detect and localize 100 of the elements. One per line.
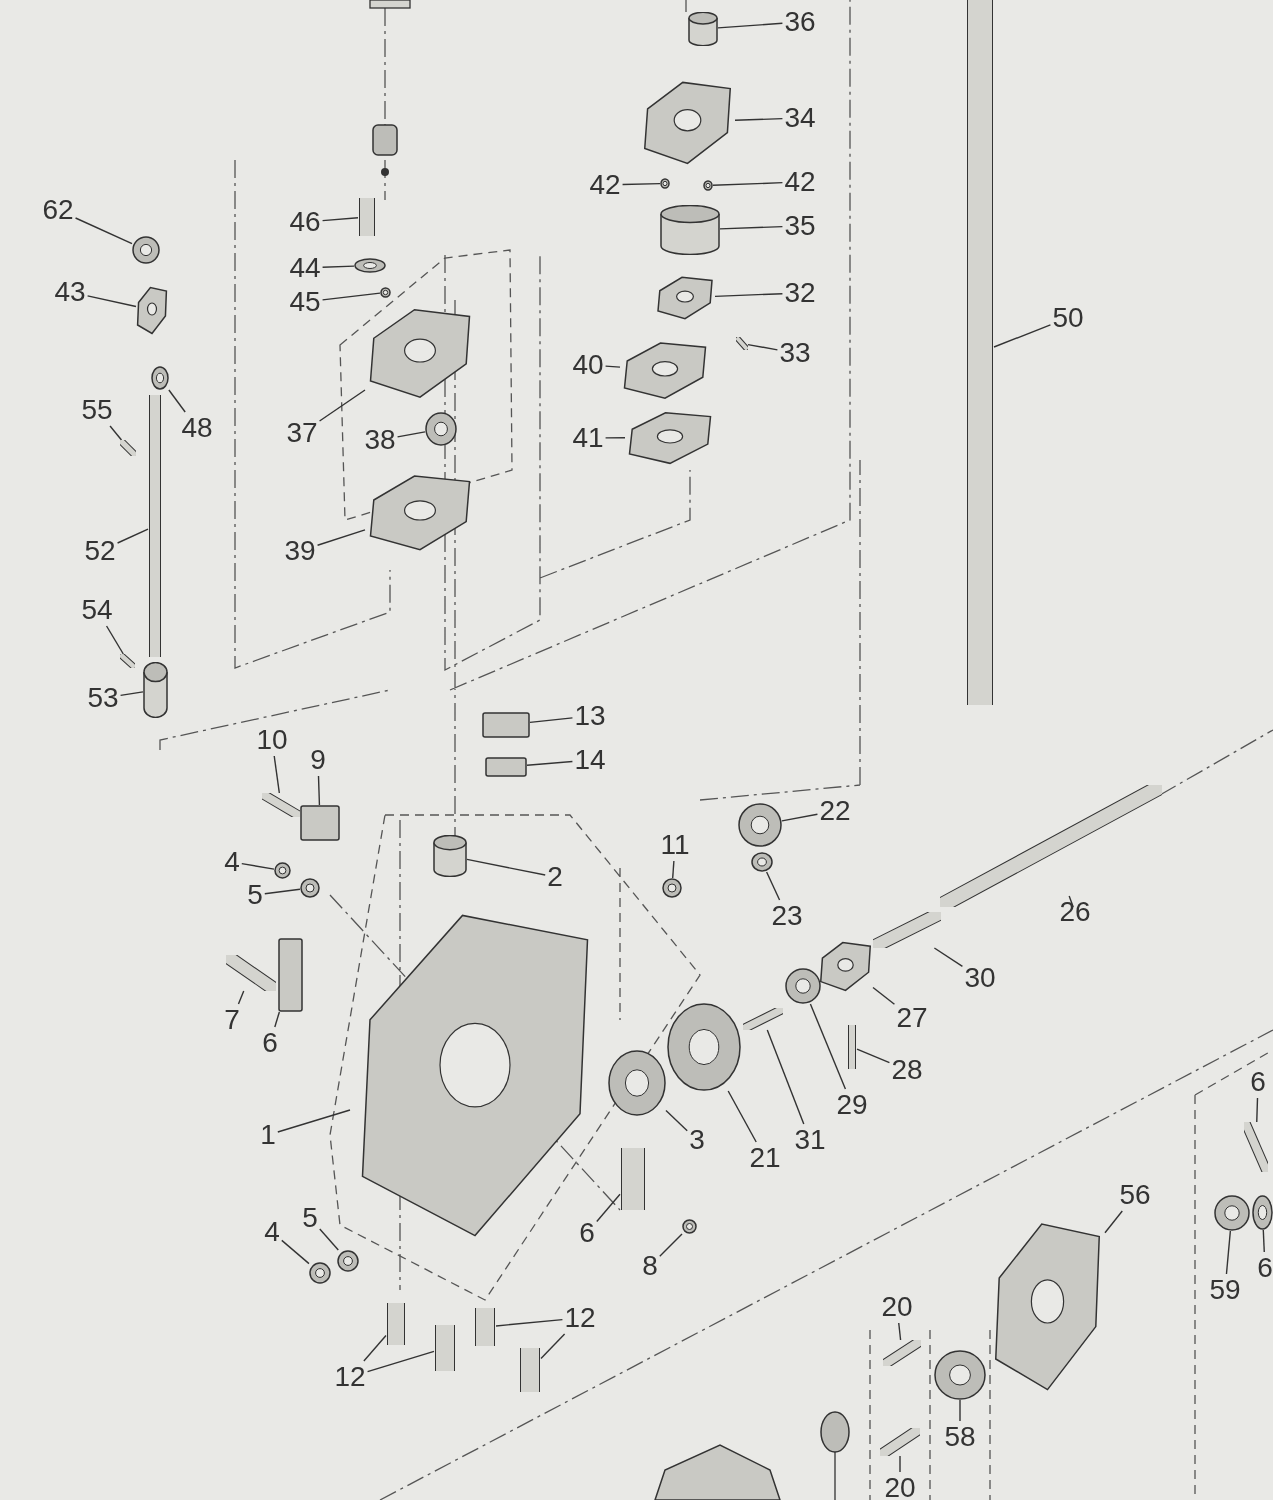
washer-drawing bbox=[1252, 1195, 1273, 1230]
leader-line bbox=[717, 22, 784, 29]
leader-line bbox=[933, 947, 964, 968]
cylinder-drawing bbox=[660, 205, 720, 255]
washer-drawing bbox=[1214, 1195, 1250, 1231]
callout-number: 36 bbox=[784, 8, 816, 36]
rod-drawing bbox=[120, 654, 135, 668]
leader-line bbox=[237, 990, 245, 1005]
callout-number: 13 bbox=[574, 702, 606, 730]
leader-line bbox=[316, 529, 366, 546]
washer-drawing bbox=[309, 1262, 331, 1284]
leader-line bbox=[277, 1109, 351, 1133]
leader-line bbox=[109, 425, 123, 441]
callout-number: 7 bbox=[224, 1006, 240, 1034]
washer-drawing bbox=[660, 178, 670, 189]
callout-number: 11 bbox=[660, 831, 690, 859]
leader-line bbox=[872, 986, 896, 1005]
callout-number: 27 bbox=[896, 1004, 928, 1032]
leader-line bbox=[665, 1109, 688, 1132]
leader-line bbox=[712, 181, 784, 186]
washer-drawing bbox=[667, 1003, 741, 1091]
washer-drawing bbox=[300, 878, 320, 898]
callout-number: 30 bbox=[964, 964, 996, 992]
leader-line bbox=[747, 343, 779, 351]
leader-line bbox=[321, 217, 359, 222]
callout-number: 42 bbox=[589, 171, 621, 199]
leader-line bbox=[466, 858, 546, 876]
cylinder-drawing bbox=[433, 835, 467, 877]
callout-number: 56 bbox=[1119, 1181, 1151, 1209]
callout-number: 44 bbox=[289, 254, 321, 282]
leader-line bbox=[1256, 1097, 1259, 1123]
callout-number: 41 bbox=[572, 424, 604, 452]
callout-number: 54 bbox=[81, 596, 113, 624]
block-drawing bbox=[300, 805, 340, 841]
callout-number: 55 bbox=[81, 396, 113, 424]
rod-drawing bbox=[883, 1340, 921, 1366]
leader-line bbox=[317, 775, 321, 806]
callout-number: 43 bbox=[54, 278, 86, 306]
washer-drawing bbox=[608, 1050, 666, 1116]
leader-line bbox=[856, 1048, 891, 1064]
rod-drawing bbox=[226, 955, 276, 991]
rod-drawing bbox=[519, 1348, 541, 1392]
rod-drawing bbox=[120, 440, 136, 456]
callout-number: 31 bbox=[794, 1126, 826, 1154]
leader-line bbox=[734, 117, 784, 121]
callout-number: 3 bbox=[689, 1126, 705, 1154]
rod-drawing bbox=[736, 337, 748, 350]
leader-line bbox=[264, 888, 301, 895]
callout-number: 23 bbox=[771, 902, 803, 930]
washer-drawing bbox=[425, 412, 457, 446]
callout-number: 59 bbox=[1209, 1276, 1241, 1304]
washer-drawing bbox=[132, 236, 160, 264]
washer-drawing bbox=[682, 1219, 697, 1234]
rod-drawing bbox=[847, 1025, 857, 1069]
callout-number: 35 bbox=[784, 212, 816, 240]
leader-line bbox=[714, 293, 784, 298]
part-drawing bbox=[136, 285, 168, 335]
cylinder-drawing bbox=[688, 12, 718, 46]
rod-drawing bbox=[873, 912, 941, 948]
leader-line bbox=[321, 292, 381, 301]
leader-line bbox=[363, 1334, 387, 1362]
callout-number: 9 bbox=[310, 746, 326, 774]
callout-number: 42 bbox=[784, 168, 816, 196]
leader-line bbox=[274, 1011, 281, 1028]
leader-line bbox=[281, 1239, 310, 1265]
callout-number: 28 bbox=[891, 1056, 923, 1084]
leader-line bbox=[596, 1193, 621, 1223]
callout-number: 34 bbox=[784, 104, 816, 132]
callout-number: 1 bbox=[260, 1121, 276, 1149]
leader-line bbox=[529, 717, 574, 724]
callout-number: 62 bbox=[42, 196, 74, 224]
callout-number: 21 bbox=[749, 1144, 781, 1172]
washer-drawing bbox=[662, 878, 682, 898]
washer-drawing bbox=[274, 862, 291, 879]
leader-line bbox=[526, 760, 574, 766]
rod-drawing bbox=[966, 0, 994, 705]
part-drawing bbox=[655, 275, 715, 320]
callout-number: 45 bbox=[289, 288, 321, 316]
washer-drawing bbox=[337, 1250, 359, 1272]
callout-number: 5 bbox=[247, 881, 263, 909]
callout-number: 46 bbox=[289, 208, 321, 236]
callout-number: 6 bbox=[262, 1029, 278, 1057]
callout-number: 6 bbox=[579, 1219, 595, 1247]
leader-line bbox=[659, 1233, 683, 1257]
callout-number: 14 bbox=[574, 746, 606, 774]
leader-line bbox=[781, 813, 819, 822]
block-drawing bbox=[278, 938, 303, 1012]
callout-number: 4 bbox=[264, 1218, 280, 1246]
part-drawing bbox=[818, 940, 873, 992]
leader-line bbox=[321, 265, 355, 268]
washer-drawing bbox=[751, 852, 773, 872]
washer-drawing bbox=[380, 287, 391, 298]
leader-line bbox=[899, 1455, 901, 1473]
leader-line bbox=[719, 225, 784, 230]
callout-number: 6 bbox=[1257, 1254, 1273, 1282]
callout-number: 2 bbox=[547, 863, 563, 891]
leader-line bbox=[1225, 1230, 1232, 1275]
callout-number: 50 bbox=[1052, 304, 1084, 332]
leader-line bbox=[604, 437, 626, 439]
washer-drawing bbox=[738, 803, 782, 847]
